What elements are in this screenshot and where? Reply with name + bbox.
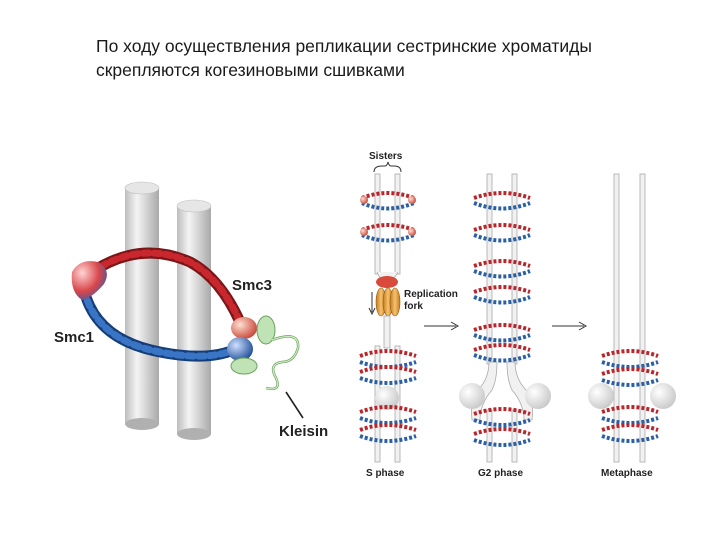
smc1-coil	[78, 284, 244, 362]
g2-phase-label: G2 phase	[478, 468, 523, 479]
replication-diagram: Sisters	[359, 151, 676, 479]
smc3-head	[231, 317, 257, 339]
replication-fork-label-1: Replication	[404, 289, 458, 300]
kleisin-pointer	[285, 391, 304, 419]
g2-centromere-left	[459, 383, 485, 409]
slide-title: По ходу осуществления репликации сестрин…	[96, 34, 696, 82]
smc3-label: Smc3	[232, 277, 272, 294]
replication-fork-label-2: fork	[404, 301, 423, 312]
smc3-coil	[86, 247, 246, 328]
sisters-label: Sisters	[369, 151, 403, 162]
s-phase-upper-coils	[360, 191, 416, 243]
sisters-brace	[373, 161, 402, 173]
chromatid-rod-right	[176, 199, 212, 440]
metaphase-column: Metaphase	[588, 173, 676, 479]
metaphase-centromere-left	[588, 383, 614, 409]
arrow-s-to-g2	[424, 321, 460, 331]
chromatid-rod-left	[124, 181, 160, 430]
kleisin-subunit	[230, 315, 300, 391]
g2-centromere-right	[525, 383, 551, 409]
metaphase-centromere-right	[650, 383, 676, 409]
smc1-head	[227, 337, 253, 361]
s-phase-lower-coils	[359, 349, 417, 443]
s-phase-column: Replication fork S phase	[359, 173, 458, 479]
title-line-1: По ходу осуществления репликации сестрин…	[96, 36, 592, 56]
title-line-2: скрепляются когезиновыми сшивками	[96, 60, 405, 80]
metaphase-label: Metaphase	[601, 468, 653, 479]
replication-fork	[375, 287, 401, 317]
g2-phase-coils	[473, 191, 531, 447]
arrow-g2-to-metaphase	[552, 321, 588, 331]
s-phase-label: S phase	[366, 468, 405, 479]
hinge-domain	[71, 261, 107, 300]
fork-red-cap	[376, 276, 398, 288]
g2-phase-column: G2 phase	[459, 173, 551, 479]
metaphase-coils	[601, 349, 659, 443]
cohesin-ring-diagram: Smc3 Smc1 Kleisin	[54, 181, 328, 440]
smc1-label: Smc1	[54, 329, 94, 346]
kleisin-label: Kleisin	[279, 423, 328, 440]
